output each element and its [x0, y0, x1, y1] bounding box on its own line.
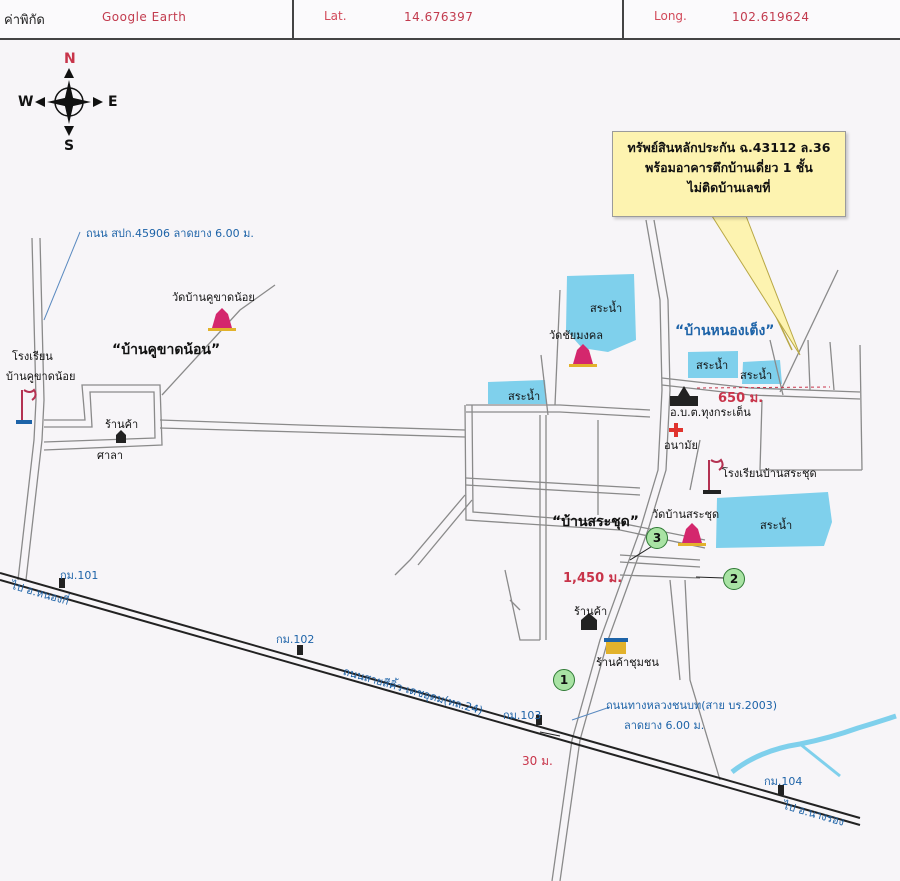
lat-value: 14.676397 [404, 10, 474, 24]
school-flag-icon-khuchat [16, 388, 37, 424]
shop-icon-2 [581, 613, 597, 630]
rural-road-label-2: ลาดยาง 6.00 ม. [624, 719, 705, 732]
roads [17, 219, 863, 881]
km104-label: กม.104 [764, 775, 803, 788]
hospital-cross-icon [669, 423, 683, 437]
compass-w: W [18, 94, 34, 110]
pond-5 [716, 492, 832, 548]
header-source-cell: ค่าพิกัด Google Earth [0, 0, 294, 38]
obt-label: อ.บ.ต.ทุงกระเต็น [670, 406, 751, 419]
river [730, 713, 897, 774]
compass-n: N [64, 51, 76, 67]
marker-2: 2 [723, 568, 745, 590]
pond-4-label: สระน้ำ [740, 369, 773, 382]
temple-icon-chaimongkol [569, 344, 597, 367]
header-long-cell: Long. 102.619624 [622, 0, 898, 38]
village-sachut-label: “บ้านสระชุด” [552, 514, 639, 530]
callout-line-3: ไม่ติดบ้านเลขที่ [687, 180, 771, 195]
lat-label: Lat. [324, 9, 347, 23]
temple-icon-sachut [678, 523, 706, 546]
school-khuchat-label-1: โรงเรียน [12, 350, 53, 363]
dist-1450-label: 1,450 ม. [563, 571, 623, 586]
village-nongteng-label: “บ้านหนองเต็ง” [675, 323, 775, 339]
pond-2-label: สระน้ำ [508, 390, 541, 403]
school-sachut-label: โรงเรียนบ้านสระชุด [722, 467, 817, 480]
dist-650-line [696, 386, 831, 389]
source-value: Google Earth [102, 10, 187, 24]
coop-shop-icon [604, 638, 628, 654]
pond-5-label: สระน้ำ [760, 519, 793, 532]
pond-2 [488, 380, 547, 404]
river-branch [799, 742, 841, 778]
long-label: Long. [654, 9, 687, 23]
km-post-icon-101 [59, 578, 65, 588]
road-spk-label: ถนน สปก.45906 ลาดยาง 6.00 ม. [86, 227, 254, 240]
coord-label: ค่าพิกัด [4, 13, 45, 28]
dist-30-label: 30 ม. [522, 754, 553, 768]
marker-3: 3 [646, 527, 668, 549]
pond-4 [742, 360, 782, 384]
compass-s: S [64, 138, 75, 154]
property-callout: ทรัพย์สินหลักประกัน ฉ.43112 ล.36 พร้อมอา… [612, 131, 846, 217]
km-post-icon-102 [297, 645, 303, 655]
km103-label: กม.103 [503, 709, 542, 722]
pond-1-label: สระน้ำ [590, 302, 623, 315]
shop-1-label: ร้านค้า [105, 418, 139, 431]
clinic-label: อนามัย [664, 439, 698, 452]
wat-khuchat-label: วัดบ้านคูขาดน้อย [172, 291, 255, 304]
coop-shop-label: ร้านค้าชุมชน [596, 656, 659, 669]
pond-1 [566, 274, 636, 352]
shop-icon-1 [116, 430, 126, 443]
temple-icon-khuchat [208, 308, 236, 331]
long-value: 102.619624 [732, 10, 810, 24]
header-lat-cell: Lat. 14.676397 [292, 0, 624, 38]
km102-label: กม.102 [276, 633, 315, 646]
sala-label: ศาลา [97, 449, 124, 462]
compass-e: E [108, 94, 118, 110]
km-post-icons [59, 578, 784, 795]
km101-label: กม.101 [60, 569, 99, 582]
shop-2-label: ร้านค้า [574, 605, 608, 618]
highway-tl24 [0, 572, 861, 826]
school-khuchat-label-2: บ้านคูขาดน้อย [6, 370, 76, 383]
pond-3-label: สระน้ำ [696, 359, 729, 372]
callout-line-2: พร้อมอาคารตึกบ้านเดี่ยว 1 ชั้น [645, 160, 813, 175]
km-post-icon-103 [536, 715, 542, 725]
wat-sachut-label: วัดบ้านสระชุด [652, 508, 720, 521]
km-post-icon-104 [778, 785, 784, 795]
school-flag-icon-sachut [703, 458, 724, 494]
callout-line-1: ทรัพย์สินหลักประกัน ฉ.43112 ล.36 [627, 140, 831, 155]
dist-650-label: 650 ม. [718, 391, 764, 406]
marker-1: 1 [553, 669, 575, 691]
compass-icon [35, 68, 103, 136]
government-building-icon [670, 386, 698, 406]
rural-road-label-1: ถนนทางหลวงชนบท(สาย บร.2003) [606, 699, 778, 712]
pond-3 [688, 351, 738, 378]
village-khuchat-label: “บ้านคูขาดน้อน” [112, 342, 221, 358]
coordinate-header: ค่าพิกัด Google Earth Lat. 14.676397 Lon… [0, 0, 900, 40]
wat-chaimongkol-label: วัดชัยมงคล [549, 329, 603, 342]
